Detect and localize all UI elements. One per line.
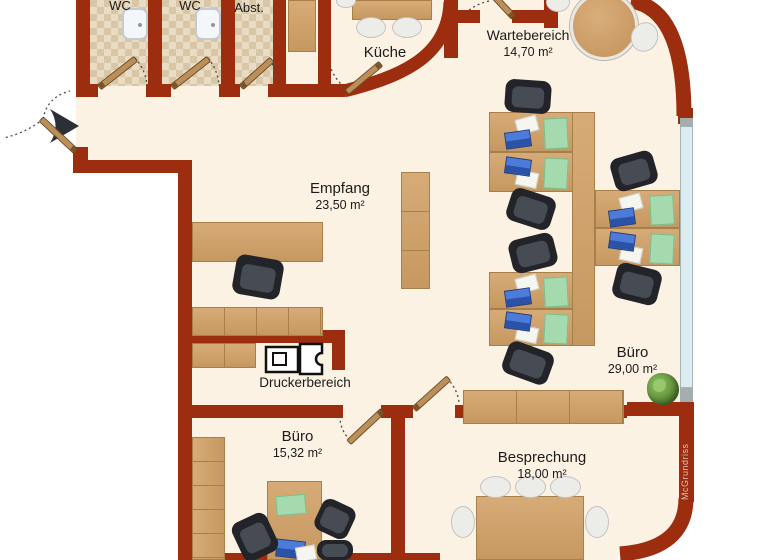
office-desk <box>595 228 680 266</box>
printer-icon <box>264 342 324 376</box>
room-area: 15,32 m² <box>272 446 323 460</box>
empfang-sideboard <box>192 307 323 336</box>
wall-warte-stub-b <box>444 10 480 23</box>
wall-wc-outer-left <box>76 0 90 96</box>
wall-right-corner <box>627 402 694 416</box>
meeting-chair <box>480 476 511 498</box>
wall-left-outer <box>178 160 192 560</box>
room-area: 18,00 m² <box>517 467 567 481</box>
reception-desk <box>192 222 323 262</box>
watermark-text: McGrundriss <box>680 443 690 500</box>
wall-drucker-bottom <box>188 405 343 418</box>
room-label-wc1: WC <box>92 0 148 14</box>
room-name: Besprechung <box>497 449 587 466</box>
meeting-chair <box>451 506 475 538</box>
room-label-druckerbereich: Druckerbereich <box>227 374 383 391</box>
wall-wc-divider-1 <box>148 0 162 88</box>
office-desk <box>595 190 680 228</box>
meeting-chair <box>585 506 609 538</box>
toilet <box>195 8 221 40</box>
wall-top-block-c <box>219 84 240 97</box>
topright-curved-wall <box>629 0 692 117</box>
besprechung-sideboard <box>463 390 624 424</box>
outside-lower-left <box>0 172 178 560</box>
room-area: 29,00 m² <box>607 362 658 376</box>
kitchen-chair <box>392 17 422 38</box>
room-label-buero-klein: Büro 15,32 m² <box>250 428 345 462</box>
room-label-besprechung: Besprechung 18,00 m² <box>487 449 597 483</box>
wall-right-outer-lower <box>679 402 694 502</box>
room-name: Abst. <box>234 0 264 15</box>
wall-entrance-top <box>73 160 192 173</box>
meeting-chair <box>550 476 581 498</box>
wall-t-horizontal <box>381 405 413 418</box>
room-area: 14,70 m² <box>503 45 553 59</box>
office-desk <box>489 309 573 346</box>
room-name: WC <box>179 0 201 13</box>
wall-t-vertical <box>391 418 405 553</box>
wall-closet-right <box>318 0 331 91</box>
window-sill-bottom <box>680 388 693 402</box>
toilet <box>122 8 148 40</box>
room-name: WC <box>109 0 131 13</box>
room-area: 23,50 m² <box>315 198 365 212</box>
room-name: Küche <box>363 44 407 61</box>
wall-top-block-a <box>76 84 98 97</box>
closet-cabinet <box>288 0 316 52</box>
room-label-wartebereich: Wartebereich 14,70 m² <box>448 27 608 61</box>
window-sill-top <box>680 118 693 127</box>
office-desk <box>489 112 573 152</box>
room-name: Empfang <box>309 180 371 197</box>
wall-top-block-b <box>146 84 171 97</box>
room-label-kueche: Küche <box>347 44 423 61</box>
plant <box>647 373 679 405</box>
office-desk <box>489 272 573 309</box>
empfang-tall-cabinet <box>401 172 430 289</box>
kitchen-chair <box>356 17 386 38</box>
room-label-buero-gross: Büro 29,00 m² <box>585 344 680 378</box>
room-name: Druckerbereich <box>259 375 351 390</box>
room-name: Wartebereich <box>486 27 570 43</box>
meeting-chair <box>515 476 546 498</box>
wall-drucker-right <box>332 343 345 370</box>
kitchen-table <box>352 0 432 20</box>
room-label-empfang: Empfang 23,50 m² <box>290 180 390 214</box>
desk-spine <box>572 112 595 346</box>
wall-abst-right <box>273 0 286 88</box>
office-chair <box>317 540 353 560</box>
wall-warte-stub-c <box>512 10 546 23</box>
room-name: Büro <box>616 344 649 361</box>
wall-wc-divider-2 <box>221 0 235 88</box>
drucker-sideboard <box>192 343 256 368</box>
room-label-abst: Abst. <box>222 0 276 16</box>
room-label-wc2: WC <box>160 0 220 14</box>
wall-top-block-d <box>268 84 345 97</box>
bottomright-curved-wall <box>619 497 694 560</box>
room-name: Büro <box>281 428 314 445</box>
